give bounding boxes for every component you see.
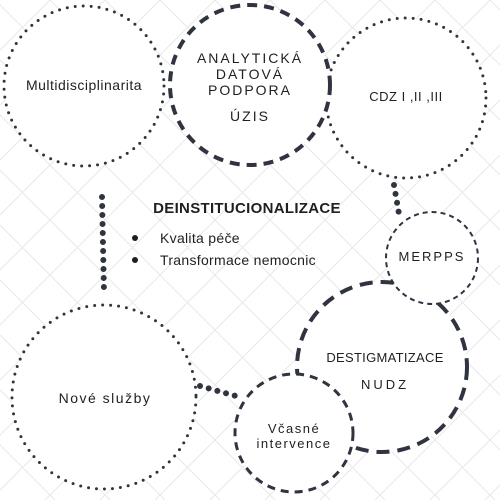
bullet-icon [132,257,138,263]
label-destigmatizace-line1: DESTIGMATIZACE [326,350,444,365]
bullet-icon [132,235,138,241]
label-analyticka-line1: ANALYTICKÁ [196,50,304,66]
label-multidisciplinarita: Multidisciplinarita [25,77,143,93]
grid-line [374,374,500,500]
circle-nove-sluzby [10,303,198,491]
label-merpps: MERPPS [398,249,466,264]
label-analyticka-line2: DATOVÁ [215,66,285,82]
label-cdz: CDZ I ,II ,III [369,89,443,104]
label-analyticka-line3: PODPORA [207,82,292,98]
center-list-item: Kvalita péče [122,227,372,249]
center-list-item-text: Kvalita péče [160,230,240,246]
center-list-item-text: Transformace nemocnic [160,252,316,268]
circle-cdz [324,16,488,180]
label-destigmatizace-line2: NUDZ [360,377,410,392]
grid-line [489,0,500,11]
circle-merpps [385,211,479,305]
center-title: DEINSTITUCIONALIZACE [153,200,341,217]
label-vcasne-line1: Včasné [267,421,321,436]
center-concept: DEINSTITUCIONALIZACE Kvalita péče Transf… [122,200,372,271]
label-nove-sluzby: Nové služby [58,390,152,406]
label-vcasne-line2: intervence [256,436,332,451]
center-list-item: Transformace nemocnic [122,249,372,271]
circle-multidisciplinarita [2,4,166,168]
connector-multidisciplinarita-deinstitucionalizace [99,194,107,295]
concept-circles [2,3,488,494]
connectors [99,182,402,399]
circle-analyticka [168,3,332,167]
grid-line [484,484,500,500]
center-list: Kvalita péče Transformace nemocnic [122,227,372,271]
connector-cdz-merpps [391,182,402,217]
connector-nove-sluzby-vcasne-intervence [197,383,239,399]
circle-vcasne-intervence [233,372,355,494]
label-analyticka-line4: ÚZIS [230,108,270,124]
